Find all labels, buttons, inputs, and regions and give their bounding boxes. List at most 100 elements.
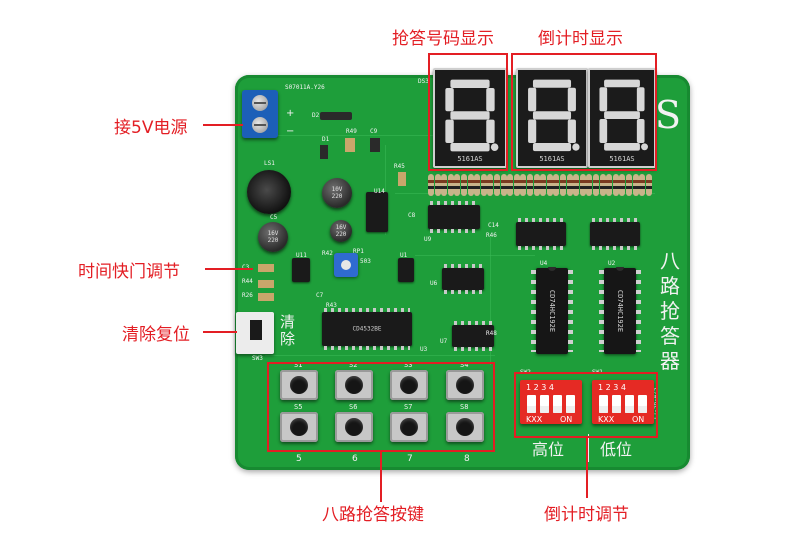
label-d1: D1 bbox=[322, 136, 330, 143]
potentiometer-rp1[interactable] bbox=[334, 253, 358, 277]
line-clear bbox=[203, 331, 237, 333]
dip-switch-high[interactable]: 1 2 3 4 KXX ON bbox=[520, 380, 582, 424]
title-char: 器 bbox=[660, 349, 680, 373]
segment-5 bbox=[528, 119, 537, 143]
resistor bbox=[599, 174, 606, 196]
buzzer-number-7seg: 5161AS bbox=[433, 68, 507, 168]
buzzer-button-3[interactable] bbox=[390, 370, 428, 400]
label-c7: C7 bbox=[316, 292, 324, 299]
label-c8: C8 bbox=[408, 212, 416, 219]
clear-reset-switch[interactable] bbox=[236, 312, 274, 354]
buzzer-button-4[interactable] bbox=[446, 370, 484, 400]
segment-5 bbox=[599, 118, 608, 143]
button-label: S7 bbox=[404, 403, 413, 411]
resistor bbox=[428, 174, 434, 196]
label-r44: R44 bbox=[242, 278, 253, 285]
ic-u1 bbox=[398, 258, 414, 282]
cap-c9 bbox=[370, 138, 380, 152]
resistor bbox=[632, 174, 639, 196]
label-u9: U9 bbox=[424, 236, 432, 243]
decimal-point bbox=[572, 143, 580, 151]
label-u4: U4 bbox=[540, 260, 548, 267]
label-r45: R45 bbox=[394, 163, 405, 170]
callout-eight-way-buttons: 八路抢答按键 bbox=[322, 505, 424, 525]
segment-1 bbox=[604, 111, 640, 119]
label-r46: R46 bbox=[486, 232, 497, 239]
button-label: S4 bbox=[460, 361, 469, 369]
ic-u7 bbox=[452, 321, 494, 351]
callout-countdown-display: 倒计时显示 bbox=[538, 29, 623, 49]
segment-6 bbox=[636, 118, 645, 143]
electrolytic-cap-3: 16V 220 bbox=[330, 220, 352, 242]
resistor bbox=[507, 174, 514, 196]
box-buzzer-number bbox=[428, 53, 508, 171]
resistor bbox=[513, 174, 520, 196]
buzzer bbox=[247, 170, 291, 214]
box-dip-switches bbox=[514, 372, 658, 438]
line-speed bbox=[205, 268, 253, 270]
buzzer-button-5[interactable] bbox=[280, 412, 318, 442]
buzzer-button-8[interactable] bbox=[446, 412, 484, 442]
label-u14: U14 bbox=[374, 188, 385, 195]
resistor bbox=[487, 174, 494, 196]
resistor bbox=[579, 174, 586, 196]
label-sw3: SW3 bbox=[252, 355, 263, 362]
resistor-r26 bbox=[258, 293, 274, 301]
label-u7: U7 bbox=[440, 338, 448, 345]
button-label: S3 bbox=[404, 361, 413, 369]
buzzer-button-6[interactable] bbox=[335, 412, 373, 442]
label-c5: C5 bbox=[270, 214, 278, 221]
resistor bbox=[586, 174, 593, 196]
buzzer-button-1[interactable] bbox=[280, 370, 318, 400]
callout-buzzer-number-display: 抢答号码显示 bbox=[392, 29, 494, 49]
box-buttons bbox=[267, 362, 495, 452]
minus-marking: − bbox=[286, 126, 295, 137]
low-digit-label: 低位 bbox=[600, 440, 633, 459]
button-label: S1 bbox=[294, 361, 303, 369]
resistor bbox=[540, 174, 547, 196]
resistor bbox=[434, 174, 441, 196]
resistor bbox=[533, 174, 540, 196]
resistor bbox=[645, 174, 652, 196]
segment-1 bbox=[532, 111, 572, 120]
ic-u9 bbox=[428, 201, 480, 233]
ic-u6 bbox=[442, 264, 484, 294]
resistor bbox=[494, 174, 500, 196]
segment-0 bbox=[532, 79, 572, 88]
segment-3 bbox=[599, 87, 608, 112]
label-r43: R43 bbox=[326, 302, 337, 309]
high-digit-label: 高位 bbox=[532, 440, 565, 459]
ic-u8-cd4532be: CD4532BE bbox=[322, 308, 412, 350]
resistor bbox=[560, 174, 566, 196]
label-d2: D2 bbox=[312, 112, 320, 119]
resistor bbox=[500, 174, 507, 196]
resistor bbox=[527, 174, 533, 196]
buzzer-button-2[interactable] bbox=[335, 370, 373, 400]
power-terminal-block bbox=[242, 90, 278, 138]
button-label: S5 bbox=[294, 403, 303, 411]
ic-u14 bbox=[366, 192, 388, 232]
countdown-7seg-tens: 5161AS bbox=[516, 68, 588, 168]
resistor bbox=[441, 174, 448, 196]
line-buttons bbox=[380, 452, 382, 502]
button-label: S8 bbox=[460, 403, 469, 411]
ic-u5-cd74hc192e: CD74HC192E bbox=[599, 267, 641, 354]
buzzer-button-7[interactable] bbox=[390, 412, 428, 442]
resistor bbox=[619, 174, 626, 196]
label-c14: C14 bbox=[488, 222, 499, 229]
button-label: S6 bbox=[349, 403, 358, 411]
decimal-point bbox=[490, 143, 499, 151]
label-u1: U1 bbox=[400, 252, 408, 259]
button-label: S2 bbox=[349, 361, 358, 369]
ic-u11 bbox=[292, 258, 310, 282]
ic-smd-mid1 bbox=[516, 218, 566, 250]
diode-d2 bbox=[320, 112, 352, 120]
resistor bbox=[546, 174, 553, 196]
dip-switch-low[interactable]: 1 2 3 4 KXX ON bbox=[592, 380, 654, 424]
title-char: 抢 bbox=[660, 299, 680, 323]
label-r42: R42 bbox=[322, 250, 333, 257]
label-r49: R49 bbox=[346, 128, 357, 135]
resistor bbox=[553, 174, 560, 196]
label-r26: R26 bbox=[242, 292, 253, 299]
resistor bbox=[447, 174, 454, 196]
